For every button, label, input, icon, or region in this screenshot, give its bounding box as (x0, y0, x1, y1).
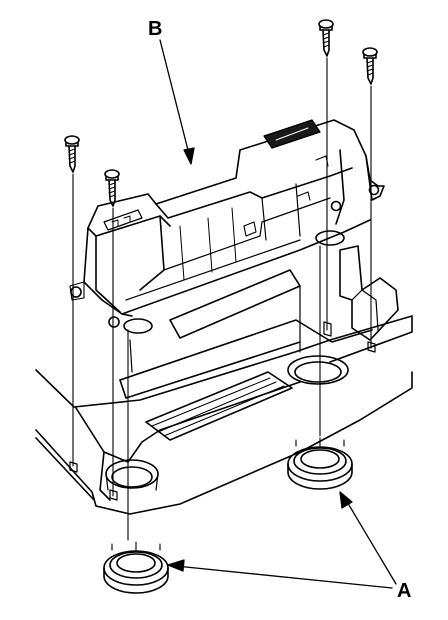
callout-label-b: B (148, 18, 163, 40)
screw-right-inner (318, 19, 334, 57)
leader-line-b (159, 39, 195, 165)
control-module (69, 119, 385, 334)
screw-left-outer (64, 135, 80, 173)
dashboard-panel (35, 245, 413, 515)
panel-opening-right (287, 355, 349, 385)
leader-line-a-right (339, 491, 397, 585)
grommet-left (103, 541, 169, 594)
leader-line-a-left (167, 559, 393, 589)
screw-left-inner (104, 169, 120, 207)
panel-opening-left (105, 459, 159, 491)
callout-label-a: A (397, 580, 412, 602)
grommet-right (287, 437, 353, 490)
screw-right-outer (362, 47, 378, 85)
alignment-lines (72, 57, 372, 541)
panel-screw-bosses (69, 321, 376, 501)
